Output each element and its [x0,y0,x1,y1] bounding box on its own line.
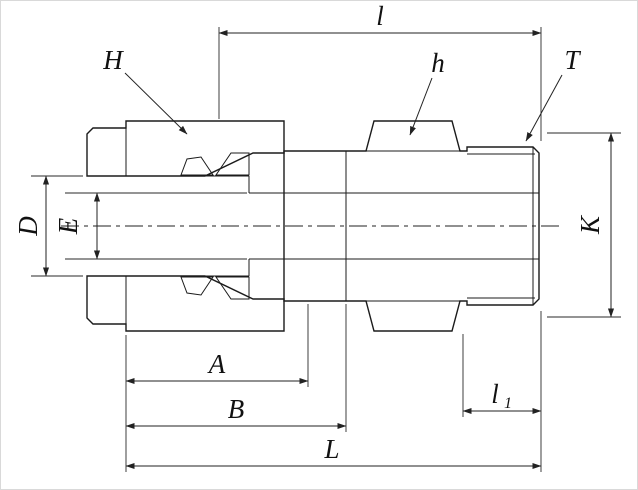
dim-A-label: A [207,349,226,379]
dimension-D: D [13,175,83,277]
dimension-L: L [125,311,542,472]
fitting-body [283,120,540,332]
dimension-l: l [218,1,542,141]
dimension-B: B [125,304,347,432]
leader-h-label: h [431,48,445,78]
ferrules-group [180,152,250,300]
leader-T-label: T [564,45,581,75]
dim-l-label: l [376,1,384,31]
fitting-body-group [283,120,540,332]
dim-D-label: D [13,216,43,237]
dim-l1-label-base: l [491,379,499,409]
dim-B-label: B [228,394,245,424]
leader-T-line [525,74,563,142]
back-ferrule-top [180,156,214,176]
back-ferrule-bottom [180,276,214,296]
leader-H: H [102,45,188,135]
dimension-K: K [547,132,621,318]
dim-K-label: K [575,214,605,235]
leader-H-label: H [102,45,124,75]
leader-h: h [409,48,445,136]
dim-l1-label-sub: 1 [504,395,512,412]
dimension-l1: l 1 [462,334,542,417]
leader-T: T [525,45,581,142]
front-ferrule-top [215,152,250,176]
dim-E-label: E [53,217,83,235]
dim-L-label: L [323,434,339,464]
leader-h-line [409,77,433,136]
dimension-E: E [53,192,247,260]
bore-lines-group [87,175,539,277]
dimension-A: A [125,304,309,387]
front-ferrule-bottom [215,276,250,300]
leader-H-line [124,72,188,135]
